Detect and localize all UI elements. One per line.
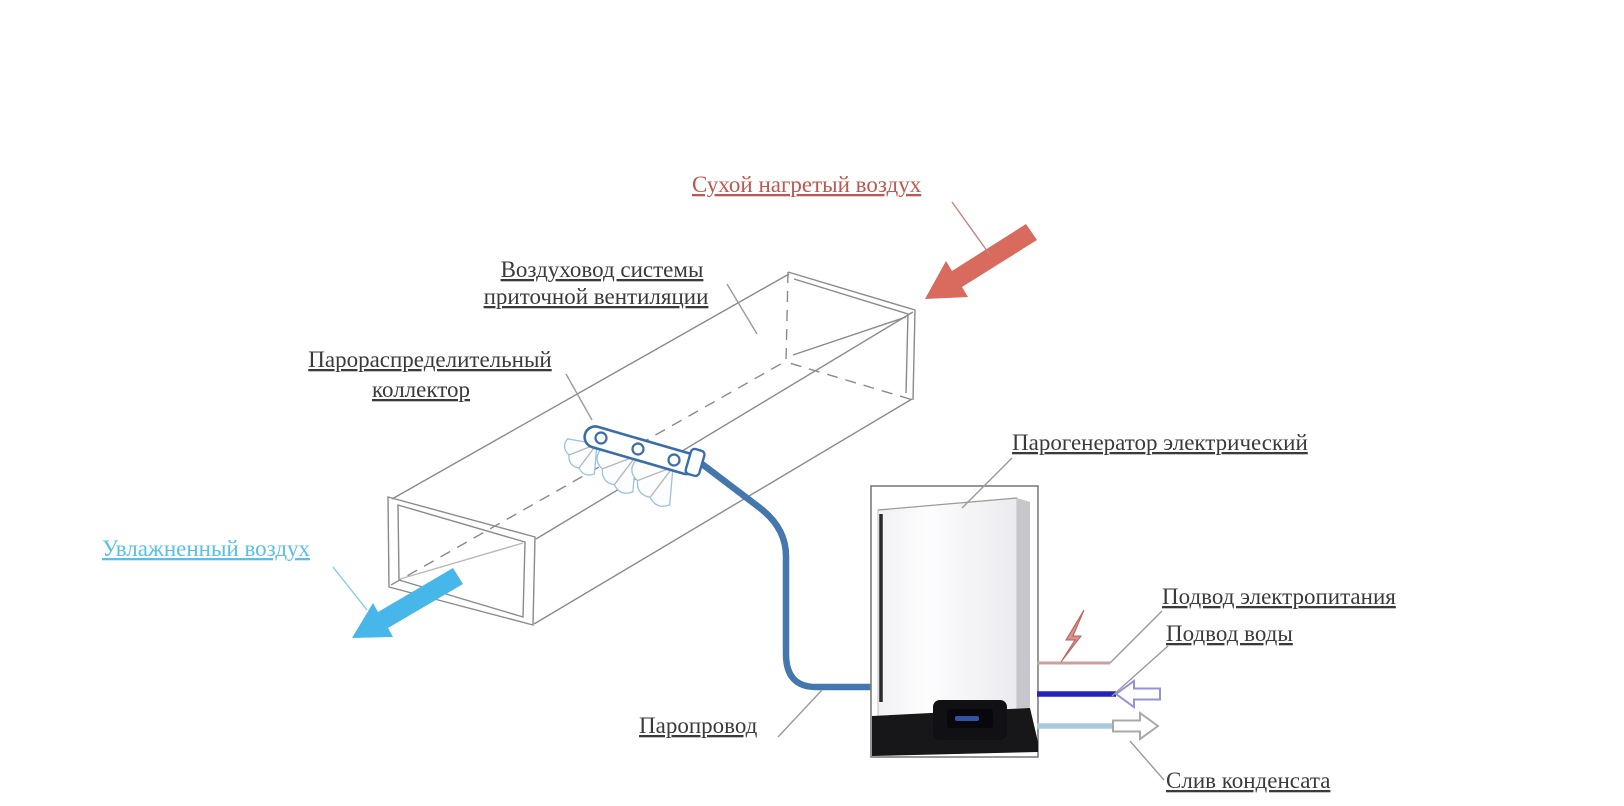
generator-body-side bbox=[1017, 498, 1030, 722]
manifold-end-cap bbox=[684, 447, 706, 478]
supply-air-duct bbox=[387, 271, 916, 626]
manifold-nozzle bbox=[594, 431, 608, 445]
leader-power bbox=[1109, 610, 1163, 664]
leader-manifold bbox=[565, 373, 593, 421]
duct-far-flange-inner bbox=[793, 278, 909, 394]
label-humidified-air: Увлажненный воздух bbox=[102, 536, 311, 561]
steam-distribution-manifold bbox=[563, 425, 706, 507]
water-inlet-arrow bbox=[1114, 679, 1161, 709]
leader-lines bbox=[332, 201, 1169, 781]
label-duct-line1: Воздуховод системы bbox=[501, 257, 704, 282]
leader-water bbox=[1111, 645, 1169, 697]
leader-steam-pipe bbox=[777, 689, 823, 738]
leader-condensate bbox=[1129, 740, 1165, 781]
manifold-nozzle bbox=[667, 453, 681, 467]
labels: Сухой нагретый воздух Воздуховод системы… bbox=[102, 172, 1396, 793]
duct-far-flange-hidden-edges bbox=[785, 271, 914, 401]
generator-top-edge bbox=[877, 497, 1018, 511]
dry-air-arrow bbox=[925, 224, 1037, 299]
label-duct-line2: приточной вентиляции bbox=[484, 284, 709, 309]
leader-generator bbox=[961, 457, 1013, 509]
steam-generator-unit bbox=[870, 485, 1039, 758]
duct-bottom-right-edge bbox=[533, 398, 913, 625]
duct-front-interior-edge bbox=[399, 542, 524, 580]
generator-display-glow bbox=[955, 716, 979, 721]
steam-puff bbox=[596, 448, 637, 494]
label-power-supply: Подвод электропитания bbox=[1162, 584, 1396, 609]
leader-dry-air bbox=[951, 201, 991, 256]
generator-body-front bbox=[877, 497, 1018, 729]
duct-top-left-edge bbox=[391, 273, 790, 500]
label-steam-pipe: Паропровод bbox=[639, 713, 758, 738]
duct-far-flange-visible-edges bbox=[787, 271, 916, 401]
label-manifold-line1: Парораспределительный bbox=[308, 347, 551, 372]
leader-duct bbox=[726, 283, 758, 335]
manifold-nozzle bbox=[631, 442, 645, 456]
lightning-icon bbox=[1060, 609, 1085, 663]
leader-humid-air bbox=[332, 566, 368, 611]
label-water-supply: Подвод воды bbox=[1166, 621, 1293, 646]
humid-air-arrow bbox=[352, 568, 463, 638]
label-dry-heated-air: Сухой нагретый воздух bbox=[692, 172, 922, 197]
steam-puff bbox=[631, 459, 674, 507]
label-manifold-line2: коллектор bbox=[372, 377, 470, 402]
duct-front-flange-outer bbox=[387, 496, 536, 626]
duct-far-interior-edge bbox=[792, 316, 907, 356]
label-condensate-drain: Слив конденсата bbox=[1166, 768, 1330, 793]
duct-top-right-edge bbox=[535, 311, 914, 540]
condensate-outlet-arrow bbox=[1112, 711, 1160, 741]
steam-pipe-line bbox=[700, 461, 893, 691]
service-connections bbox=[1037, 609, 1161, 741]
duct-front-flange-inner bbox=[397, 504, 526, 618]
label-steam-generator: Парогенератор электрический bbox=[1012, 430, 1308, 455]
